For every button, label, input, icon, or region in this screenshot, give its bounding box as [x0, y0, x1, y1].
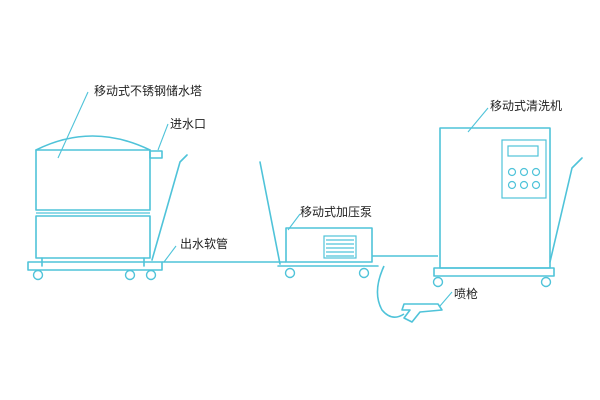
cleaner-leader — [467, 107, 489, 133]
spray-gun-label: 喷枪 — [454, 286, 478, 301]
water-tower-tank-lower — [35, 215, 151, 259]
pump-label: 移动式加压泵 — [300, 205, 372, 219]
pump-leader — [287, 213, 301, 231]
cleaner-label: 移动式清洗机 — [490, 99, 562, 113]
cleaner-display — [507, 145, 539, 157]
cleaner-knob — [507, 167, 517, 177]
cleaner-knob — [531, 167, 541, 177]
water-tower-wheel-right — [145, 269, 157, 281]
pump-wheel-right — [358, 267, 370, 279]
water-tower-handle — [151, 154, 188, 261]
cleaner-knob — [519, 167, 529, 177]
water-tower-tank-upper — [35, 149, 151, 211]
water-tower-dome — [35, 135, 151, 151]
cleaner-knob — [531, 180, 541, 190]
cleaner-knob — [507, 180, 517, 190]
spray-hose — [376, 265, 405, 318]
water-tower-inlet-pipe — [149, 150, 163, 159]
pump-wheel-left — [284, 267, 296, 279]
cleaner-control-panel — [501, 139, 547, 199]
spray-gun-leader — [439, 291, 453, 307]
cleaner-wheel-right — [540, 276, 552, 288]
pump-vent-grille — [323, 235, 357, 259]
water-tower-leader — [57, 91, 89, 159]
water-tower-label: 移动式不锈钢储水塔 — [94, 83, 202, 98]
water-tower-cart — [27, 135, 188, 281]
pump-handle — [259, 161, 281, 265]
water-tower-wheel-left — [32, 269, 44, 281]
cleaner-wheel-left — [432, 276, 444, 288]
cleaner-base — [433, 267, 555, 277]
outlet-hose-label: 出水软管 — [180, 236, 228, 251]
pump-cart — [259, 161, 379, 279]
cleaner-knob — [519, 180, 529, 190]
water-inlet-label: 进水口 — [170, 117, 206, 131]
outlet-hose-leader — [163, 245, 177, 263]
cleaner-cart — [432, 127, 583, 288]
pump-body — [285, 227, 373, 263]
cleaner-handle — [549, 157, 583, 263]
water-inlet-leader — [157, 123, 169, 151]
spray-gun — [401, 303, 443, 323]
water-tower-base — [27, 261, 163, 271]
water-tower-wheel-mid — [124, 269, 136, 281]
